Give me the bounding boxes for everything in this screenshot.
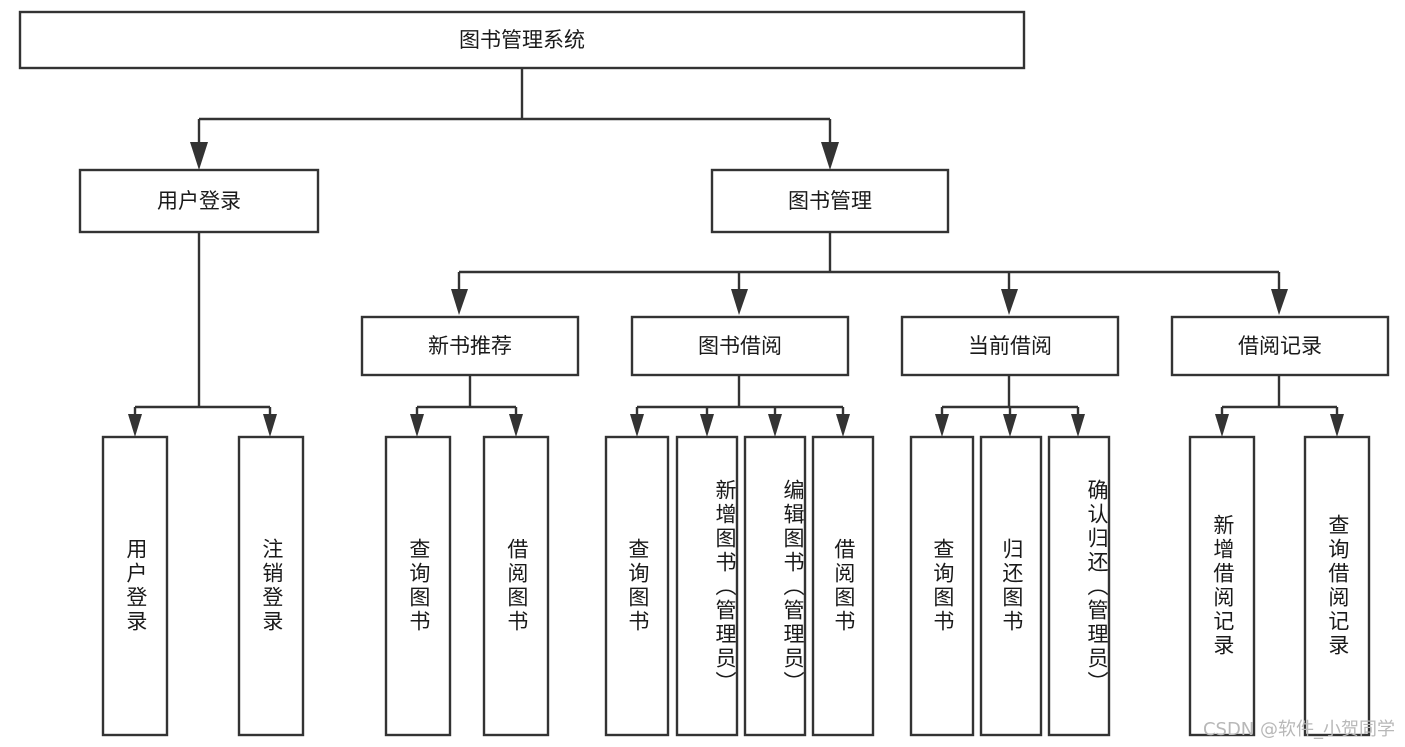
node-leaf-query-book-3-box[interactable] [909, 435, 975, 737]
node-leaf-query-book-2-box[interactable] [604, 435, 670, 737]
leaf-user-login-label: 用户登录 [123, 538, 148, 634]
node-user-login-label: 用户登录 [157, 189, 241, 213]
leaf-add-book-label: 新增图书（管理员） [713, 479, 737, 695]
leaf-logout-label: 注销登录 [259, 538, 284, 634]
arrow-to-borrow-record-icon [1271, 289, 1288, 315]
arrow-leaf-add-book-icon [700, 414, 714, 437]
node-book-management-label: 图书管理 [788, 189, 872, 213]
arrow-leaf-query-record-icon [1330, 414, 1344, 437]
arrow-leaf-add-record-icon [1215, 414, 1229, 437]
leaf-edit-book-label: 编辑图书（管理员） [781, 479, 805, 695]
node-borrow-record-label: 借阅记录 [1238, 334, 1322, 358]
arrow-leaf-confirm-return-icon [1071, 414, 1085, 437]
node-leaf-add-book-box[interactable] [675, 435, 739, 737]
leaf-add-record-label: 新增借阅记录 [1210, 514, 1235, 658]
leaf-query-book-3-label: 查询图书 [930, 538, 955, 634]
node-new-book-recommend[interactable]: 新书推荐 [360, 315, 580, 377]
node-current-borrow[interactable]: 当前借阅 [900, 315, 1120, 377]
connectors-current-borrow-to-leaves [935, 375, 1085, 437]
node-leaf-user-login-box[interactable] [101, 435, 169, 737]
arrow-to-current-borrow-icon [1001, 289, 1018, 315]
connectors-new-book-recommend-to-leaves [410, 375, 523, 437]
node-book-management[interactable]: 图书管理 [710, 168, 950, 234]
node-current-borrow-label: 当前借阅 [968, 334, 1052, 358]
node-borrow-record[interactable]: 借阅记录 [1170, 315, 1390, 377]
arrow-leaf-edit-book-icon [768, 414, 782, 437]
csdn-watermark: CSDN @软件_小贺同学 [1202, 719, 1395, 740]
node-root-box[interactable] [18, 10, 1026, 70]
node-current-borrow-box[interactable] [900, 315, 1120, 377]
connectors-user-login-to-leaves [128, 232, 277, 437]
leaf-return-book-label: 归还图书 [999, 538, 1024, 634]
arrow-leaf-query-book-1-icon [410, 414, 424, 437]
connectors-borrow-record-to-leaves [1215, 375, 1344, 437]
node-leaf-borrow-book-2-box[interactable] [811, 435, 875, 737]
connectors-root-to-level2 [190, 68, 839, 170]
arrow-leaf-query-book-3-icon [935, 414, 949, 437]
arrow-leaf-logout-icon [263, 414, 277, 437]
node-leaf-borrow-book-1-box[interactable] [482, 435, 550, 737]
arrow-to-user-login-icon [190, 142, 208, 170]
node-borrow-record-box[interactable] [1170, 315, 1390, 377]
node-book-borrow[interactable]: 图书借阅 [630, 315, 850, 377]
node-leaf-query-record-box[interactable] [1303, 435, 1371, 737]
leaf-query-book-2-label: 查询图书 [625, 538, 650, 634]
leaf-borrow-book-2-label: 借阅图书 [831, 538, 856, 634]
node-root-label: 图书管理系统 [459, 28, 585, 52]
node-leaf-return-book-box[interactable] [979, 435, 1043, 737]
leaf-confirm-return-label: 确认归还（管理员） [1085, 479, 1109, 695]
connectors-book-management-to-level3 [451, 232, 1288, 315]
node-leaf-query-book-1-box[interactable] [384, 435, 452, 737]
node-new-book-recommend-label: 新书推荐 [428, 334, 512, 358]
node-book-borrow-label: 图书借阅 [698, 334, 782, 358]
node-user-login[interactable]: 用户登录 [78, 168, 320, 234]
node-user-login-box[interactable] [78, 168, 320, 234]
arrow-leaf-user-login-icon [128, 414, 142, 437]
arrow-leaf-return-book-icon [1003, 414, 1017, 437]
node-leaf-add-record-box[interactable] [1188, 435, 1256, 737]
node-new-book-recommend-box[interactable] [360, 315, 580, 377]
node-book-borrow-box[interactable] [630, 315, 850, 377]
node-leaf-confirm-return-box[interactable] [1047, 435, 1111, 737]
node-book-management-box[interactable] [710, 168, 950, 234]
leaf-query-record-label: 查询借阅记录 [1325, 514, 1350, 658]
arrow-leaf-borrow-book-2-icon [836, 414, 850, 437]
arrow-to-new-book-recommend-icon [451, 289, 468, 315]
leaf-borrow-book-1-label: 借阅图书 [504, 538, 529, 634]
node-leaf-logout-box[interactable] [237, 435, 305, 737]
leaf-query-book-1-label: 查询图书 [406, 538, 431, 634]
arrow-to-book-management-icon [821, 142, 839, 170]
arrow-leaf-borrow-book-1-icon [509, 414, 523, 437]
connectors-book-borrow-to-leaves [630, 375, 850, 437]
node-leaf-edit-book-box[interactable] [743, 435, 807, 737]
arrow-to-book-borrow-icon [731, 289, 748, 315]
arrow-leaf-query-book-2-icon [630, 414, 644, 437]
node-root[interactable]: 图书管理系统 [18, 10, 1026, 70]
